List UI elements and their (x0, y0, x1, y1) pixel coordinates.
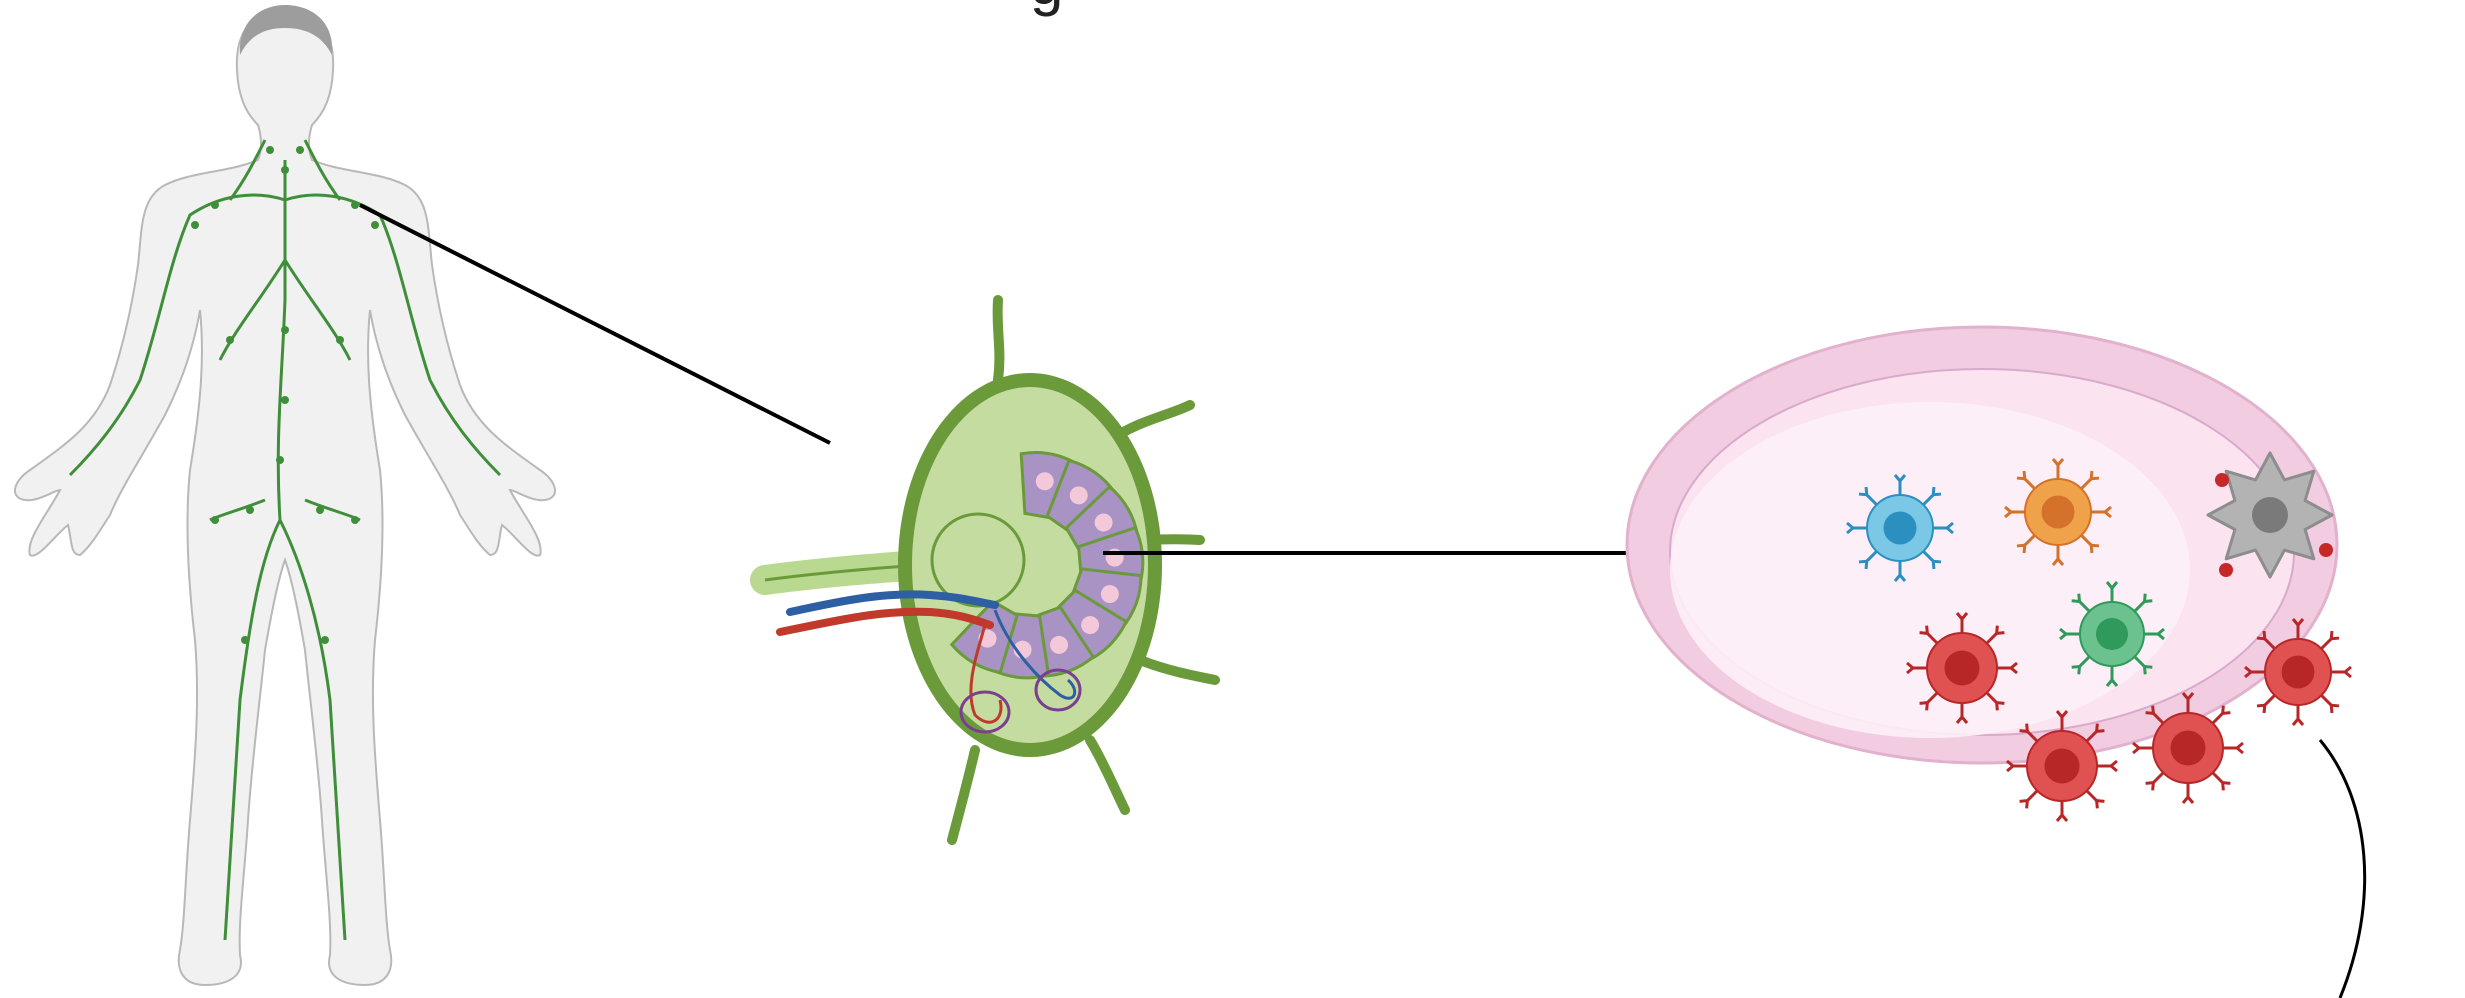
dendritic-cell-icon (2208, 453, 2333, 577)
human-body-silhouette (15, 10, 555, 985)
connector-line-follicle-out (2320, 740, 2365, 998)
lymphoid-follicle-icon (1627, 327, 2351, 821)
lymph-node-cross-section-icon (765, 300, 1215, 840)
node-medulla (932, 514, 1024, 606)
human-lymphatic-system-icon (15, 5, 555, 985)
